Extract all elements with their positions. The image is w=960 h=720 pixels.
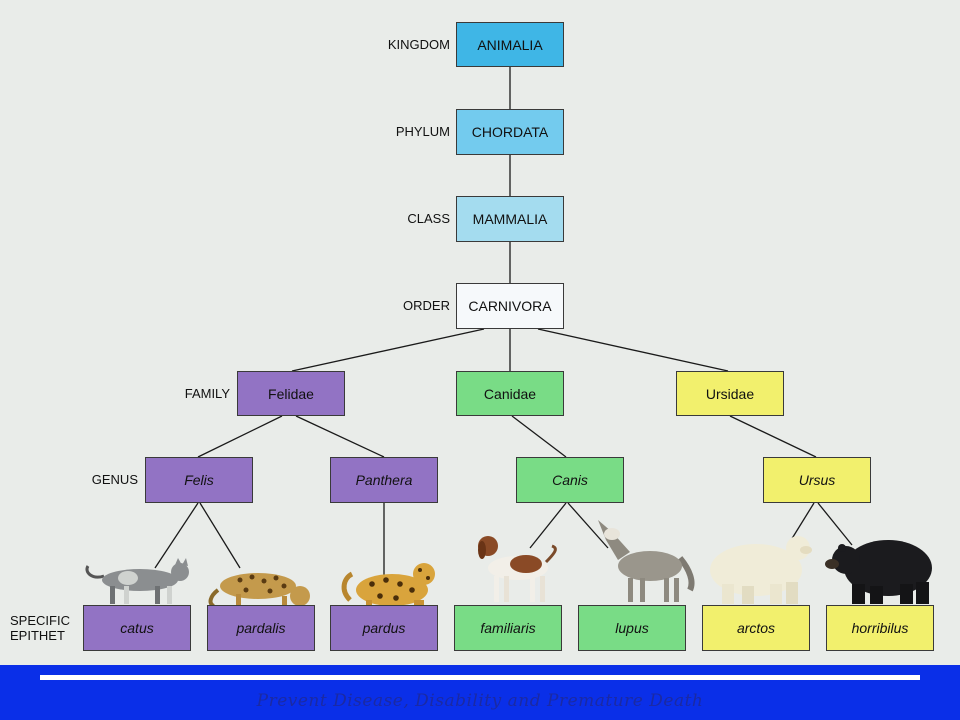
dog-illustration [478,536,557,602]
footer-tagline: Prevent Disease, Disability and Prematur… [256,691,704,711]
node-epithet-pardalis: pardalis [207,605,315,651]
rank-label-genus: GENUS [91,472,138,487]
node-class: MAMMALIA [456,196,564,242]
connector-ursidae-ursus [729,415,817,458]
leopard-cat-illustration [208,573,310,608]
connector-order-ursidae [537,328,729,372]
rank-label-class: CLASS [407,211,450,226]
node-family-felidae: Felidae [237,371,345,416]
connector-canidae-canis [511,415,567,458]
rank-label-phylum: PHYLUM [395,124,450,139]
connector-felis-catus [154,502,199,569]
polar-bear-illustration [710,536,812,604]
node-kingdom: ANIMALIA [456,22,564,67]
connector-felis-pardalis [199,502,241,569]
node-epithet-catus: catus [83,605,191,651]
leopard-illustration [341,563,435,608]
connector-ursus-horribilus [817,502,853,546]
black-bear-illustration [825,540,932,604]
node-epithet-horribilus: horribilus [826,605,934,651]
connector-felidae-felis [197,415,283,458]
node-order: CARNIVORA [456,283,564,329]
node-genus-felis: Felis [145,457,253,503]
rank-label-kingdom: KINGDOM [387,37,450,52]
rank-label-specific-epithet: SPECIFIC EPITHET [10,613,70,643]
node-epithet-familiaris: familiaris [454,605,562,651]
node-epithet-pardus: pardus [330,605,438,651]
connector-canis-familiaris [529,502,567,549]
node-genus-canis: Canis [516,457,624,503]
wolf-illustration [598,520,695,602]
rank-label-family: FAMILY [184,386,230,401]
connector-felidae-panthera [295,415,385,458]
node-genus-ursus: Ursus [763,457,871,503]
taxonomy-diagram [85,66,932,608]
node-genus-panthera: Panthera [330,457,438,503]
rank-label-order: ORDER [403,298,450,313]
connector-order-felidae [291,328,485,372]
node-epithet-lupus: lupus [578,605,686,651]
footer-banner: Prevent Disease, Disability and Prematur… [0,665,960,720]
footer-divider [40,675,920,680]
cat-illustration [85,558,189,604]
node-phylum: CHORDATA [456,109,564,155]
node-family-canidae: Canidae [456,371,564,416]
node-epithet-arctos: arctos [702,605,810,651]
node-family-ursidae: Ursidae [676,371,784,416]
connector-canis-lupus [567,502,609,549]
